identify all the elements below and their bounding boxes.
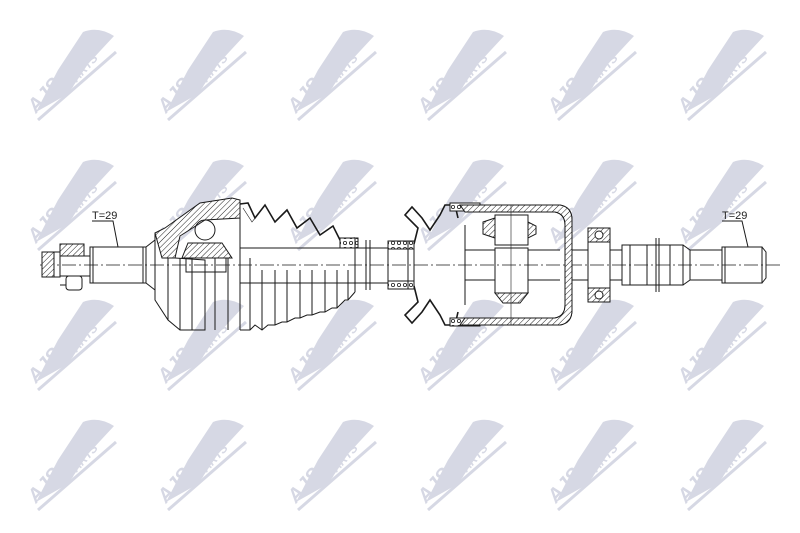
ajs-parts-watermark: AJS PARTS — [28, 299, 117, 392]
ajs-parts-watermark: AJS PARTS — [28, 29, 117, 122]
support-bearing — [572, 227, 611, 303]
ajs-parts-watermark: AJS PARTS — [418, 159, 507, 252]
ajs-parts-watermark: AJS PARTS — [288, 29, 377, 122]
ajs-parts-watermark: AJS PARTS — [678, 159, 767, 252]
inner-tripod-joint — [449, 202, 573, 327]
ajs-parts-watermark: AJS PARTS — [418, 419, 507, 512]
ajs-parts-watermark: AJS PARTS — [678, 299, 767, 392]
ajs-parts-watermark: AJS PARTS — [158, 299, 247, 392]
ajs-parts-watermark: AJS PARTS — [288, 419, 377, 512]
left-spline-label: T=29 — [92, 210, 117, 222]
outer-boot — [239, 202, 359, 331]
ajs-parts-watermark: AJS PARTS — [158, 419, 247, 512]
ajs-parts-watermark: AJS PARTS — [548, 419, 637, 512]
ajs-parts-watermark: AJS PARTS — [678, 29, 767, 122]
ajs-parts-watermark: AJS PARTS — [288, 159, 377, 252]
damper-ring — [387, 240, 415, 290]
ajs-parts-watermark: AJS PARTS — [418, 29, 507, 122]
ajs-parts-watermark: AJS PARTS — [678, 419, 767, 512]
ajs-parts-watermark: AJS PARTS — [28, 419, 117, 512]
outer-cv-joint — [154, 197, 241, 331]
ajs-parts-watermark: AJS PARTS — [548, 29, 637, 122]
ajs-parts-watermark: AJS PARTS — [158, 29, 247, 122]
ajs-parts-watermark: AJS PARTS — [548, 299, 637, 392]
ajs-parts-watermark: AJS PARTS — [288, 299, 377, 392]
main-shaft — [240, 238, 395, 292]
left-spline-shaft — [89, 220, 156, 291]
ajs-parts-watermark: AJS PARTS — [28, 159, 117, 252]
right-shaft — [609, 220, 767, 292]
left-stub-nut — [41, 243, 91, 291]
right-spline-label: T=29 — [722, 210, 747, 222]
